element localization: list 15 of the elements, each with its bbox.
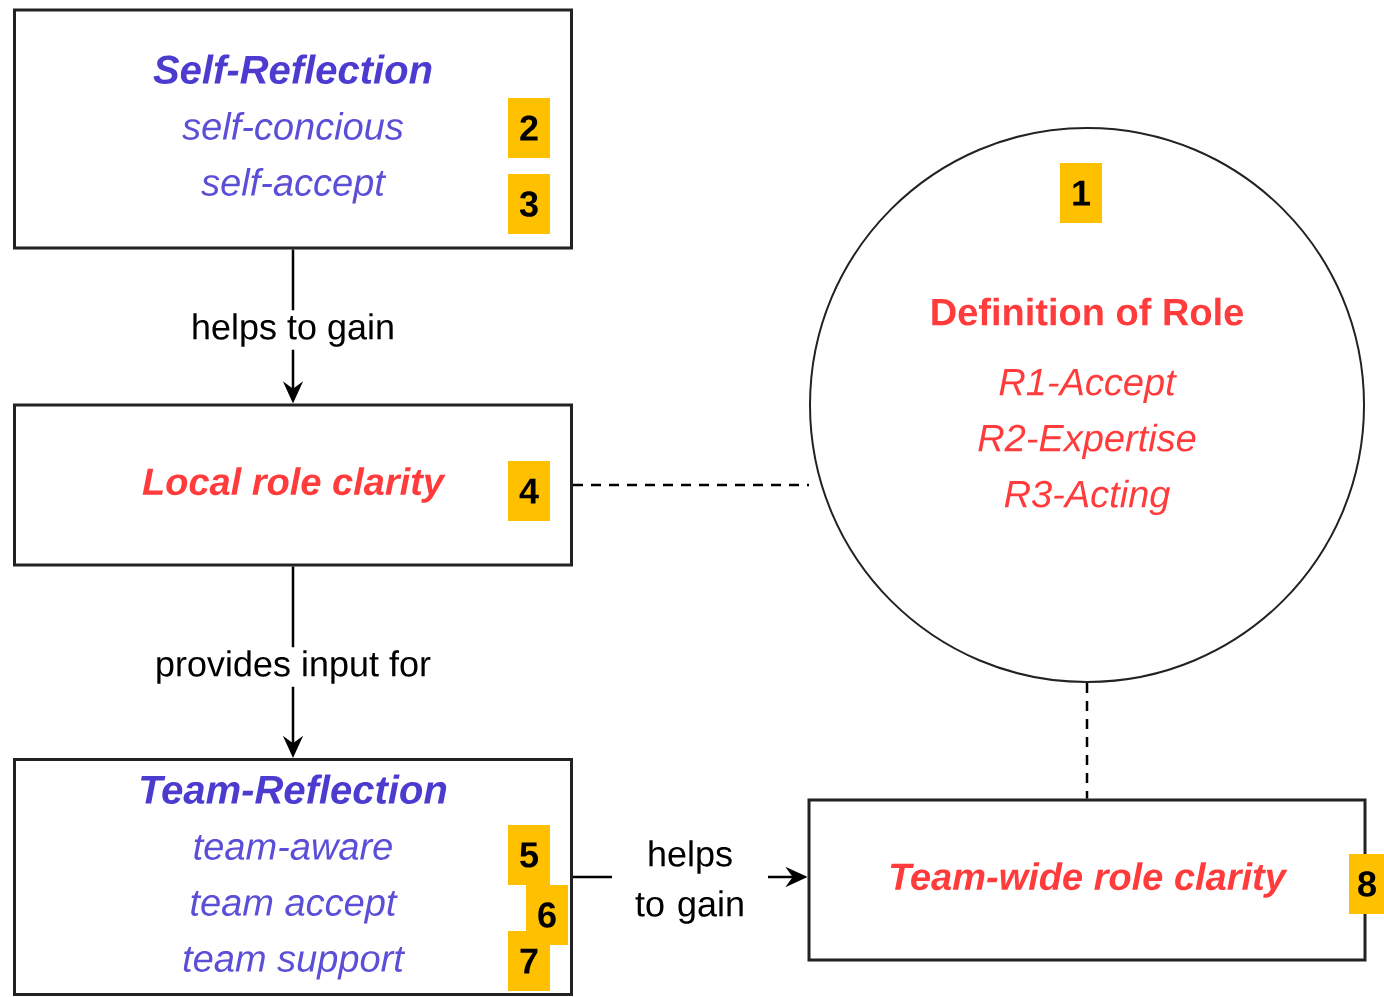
dashed-line [573,483,809,487]
node-label: 6 [538,902,556,928]
number-badge: 7 [508,931,550,991]
number-badge: 5 [508,825,550,885]
edge-label: provides input for [151,647,435,687]
node-label: 5 [520,842,538,868]
number-badge: 3 [508,174,550,234]
edge-label: helps to gain [187,310,399,350]
dashed-line [1085,683,1089,799]
number-badge: 2 [508,98,550,158]
number-badge: 4 [508,461,550,521]
number-badge: 1 [1060,163,1102,223]
node-label: 7 [520,948,538,974]
number-badge: 8 [1349,854,1384,914]
edge-label: helps to gain [612,837,768,927]
